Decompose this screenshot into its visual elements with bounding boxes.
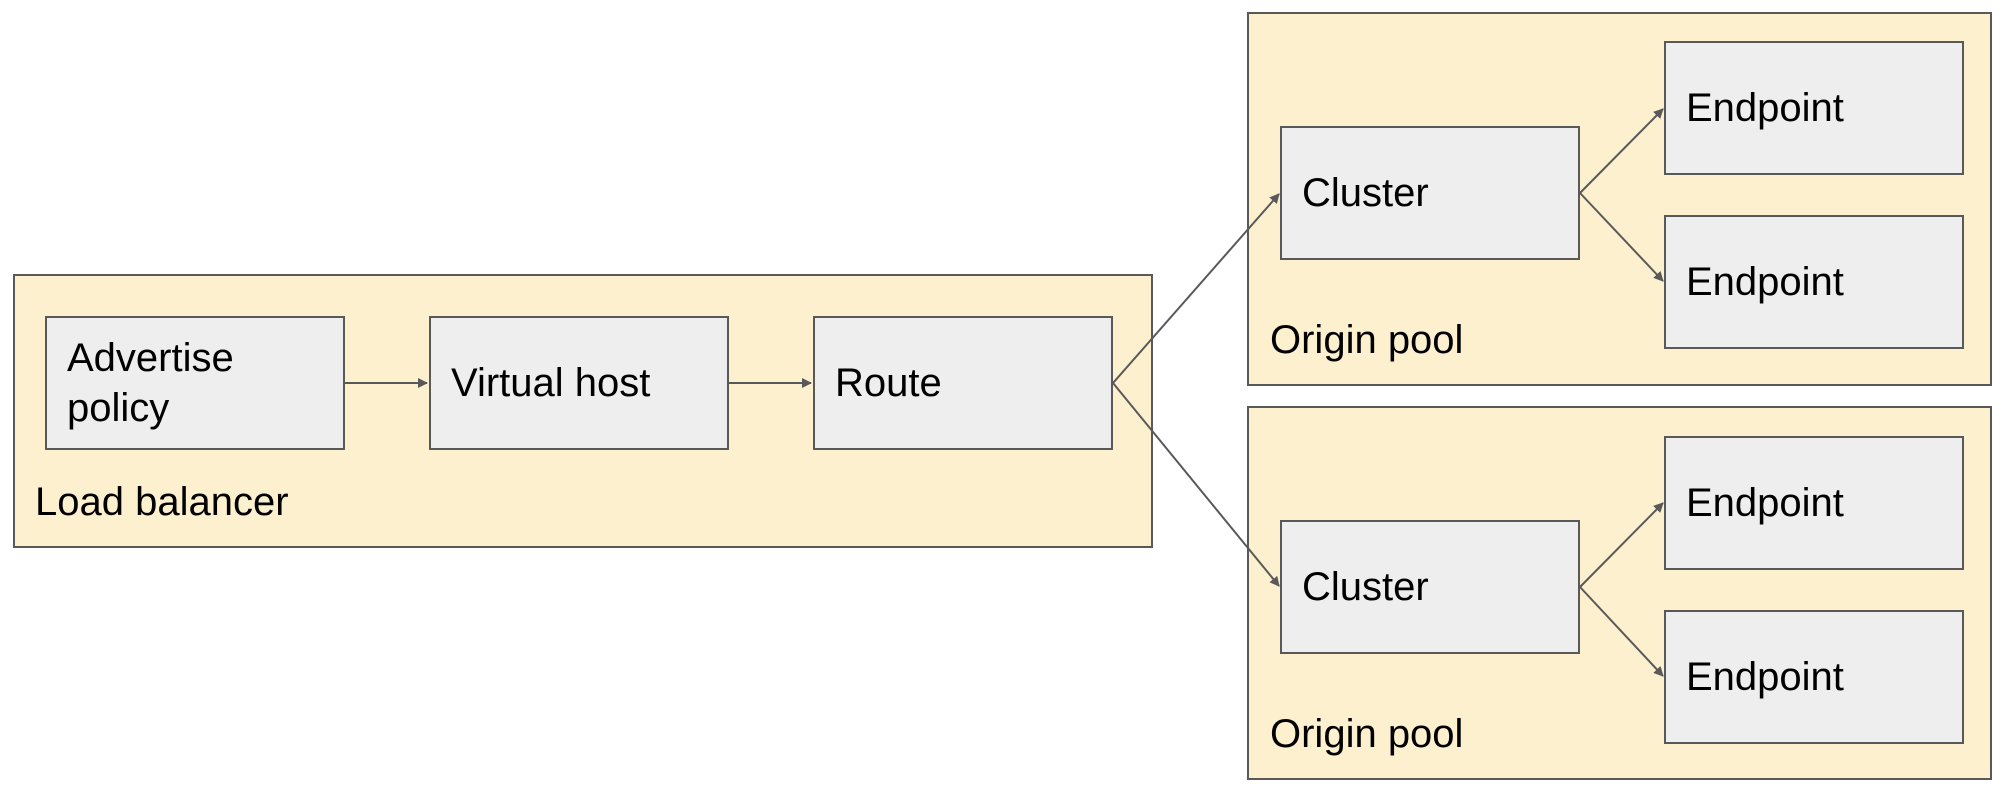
endpoint-node: Endpoint xyxy=(1664,610,1964,744)
cluster-label: Cluster xyxy=(1302,171,1429,215)
route-label: Route xyxy=(835,361,942,405)
endpoint-node: Endpoint xyxy=(1664,436,1964,570)
endpoint-label: Endpoint xyxy=(1686,86,1844,130)
endpoint-label: Endpoint xyxy=(1686,481,1844,525)
origin-pool-label: Origin pool xyxy=(1270,318,1464,362)
advertise-policy-label: Advertise policy xyxy=(67,336,234,430)
route-node: Route xyxy=(813,316,1113,450)
advertise-policy-node: Advertise policy xyxy=(45,316,345,450)
load-balancer-label: Load balancer xyxy=(35,480,289,524)
cluster-node: Cluster xyxy=(1280,126,1580,260)
endpoint-node: Endpoint xyxy=(1664,41,1964,175)
endpoint-label: Endpoint xyxy=(1686,260,1844,304)
virtual-host-node: Virtual host xyxy=(429,316,729,450)
virtual-host-label: Virtual host xyxy=(451,361,651,405)
cluster-label: Cluster xyxy=(1302,565,1429,609)
endpoint-node: Endpoint xyxy=(1664,215,1964,349)
origin-pool-label: Origin pool xyxy=(1270,712,1464,756)
cluster-node: Cluster xyxy=(1280,520,1580,654)
endpoint-label: Endpoint xyxy=(1686,655,1844,699)
